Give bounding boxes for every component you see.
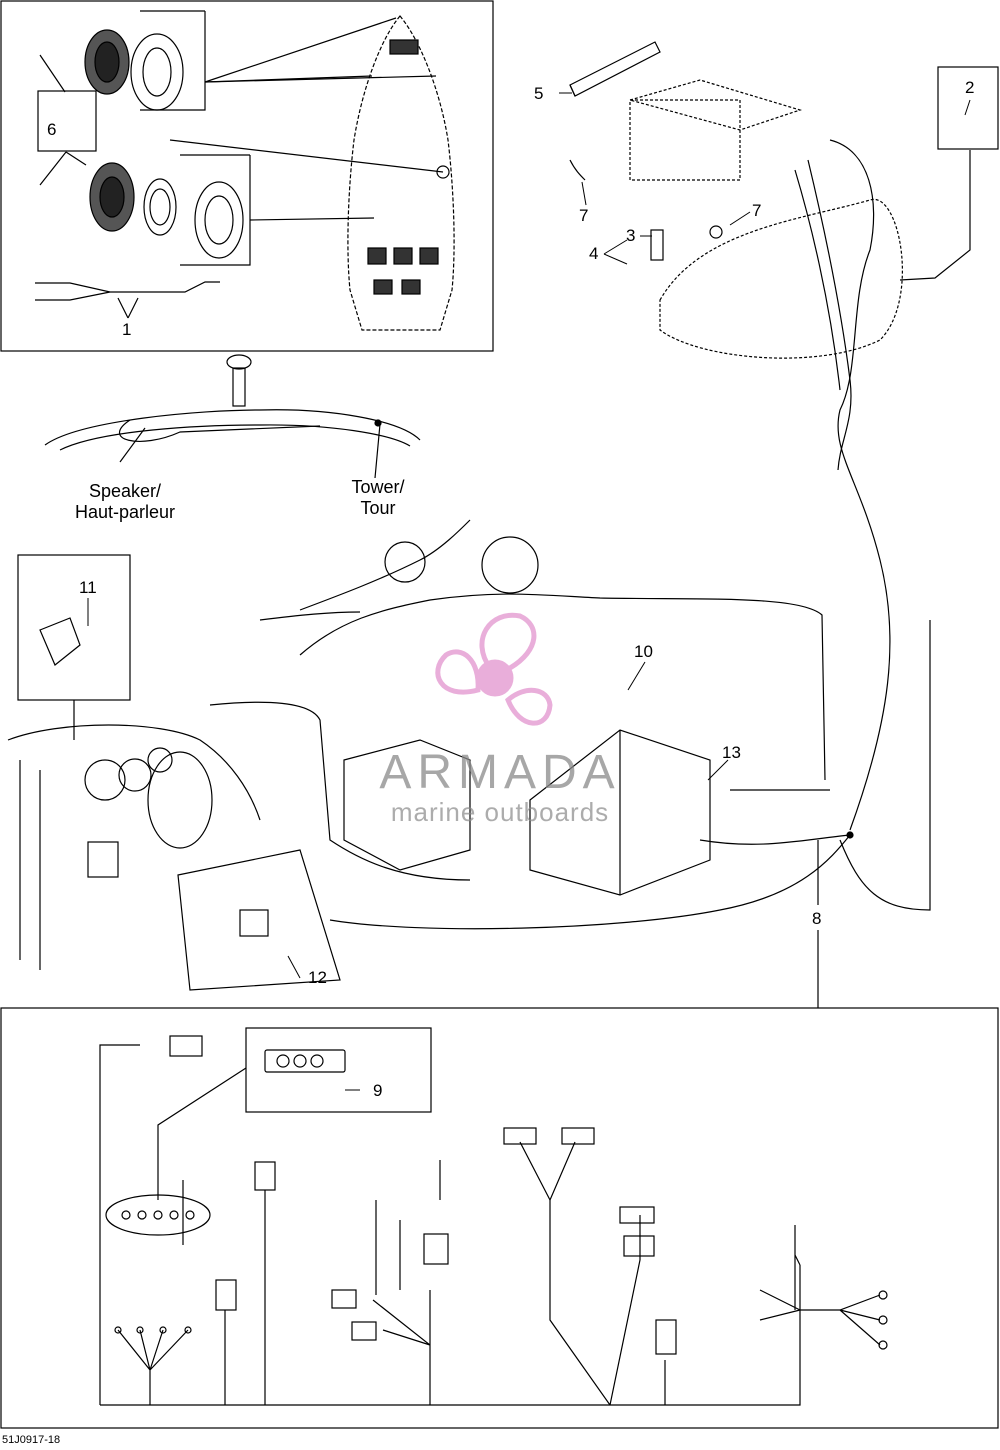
callout-6: 6 xyxy=(47,120,57,139)
boat-hull xyxy=(347,15,455,331)
callout-8: 8 xyxy=(812,909,822,928)
callout-3: 3 xyxy=(626,226,636,245)
callout-12: 12 xyxy=(308,968,327,987)
figure-id: 51J0917-18 xyxy=(2,1434,61,1446)
callout-5: 5 xyxy=(534,84,544,103)
speaker-ring-top xyxy=(130,33,184,111)
speaker-label-line2: Haut-parleur xyxy=(74,502,176,522)
callout-2: 2 xyxy=(965,78,975,97)
callout-9: 9 xyxy=(373,1081,383,1100)
harness-panel xyxy=(0,1007,999,1429)
tower-label-line2: Tour xyxy=(360,498,396,518)
tower-label-line1: Tower/ xyxy=(351,477,405,497)
stereo-unit xyxy=(629,99,741,181)
callout-1: 1 xyxy=(122,320,132,339)
steering-wheel xyxy=(147,751,213,849)
inset-switch-box xyxy=(245,1027,432,1113)
callout-10: 10 xyxy=(634,642,653,661)
speaker-kit-panel xyxy=(0,0,494,352)
tower-label: Tower/ Tour xyxy=(328,477,428,519)
callout-11: 11 xyxy=(79,578,97,597)
callout-7-right: 7 xyxy=(752,201,762,220)
speaker-label-line1: Speaker/ xyxy=(88,481,162,501)
speaker-label: Speaker/ Haut-parleur xyxy=(40,481,210,523)
watermark-logo xyxy=(435,612,553,726)
inset-screws-box xyxy=(37,90,97,152)
callout-7-left: 7 xyxy=(579,206,589,225)
callout-4: 4 xyxy=(589,244,599,263)
callout-13: 13 xyxy=(722,743,741,762)
